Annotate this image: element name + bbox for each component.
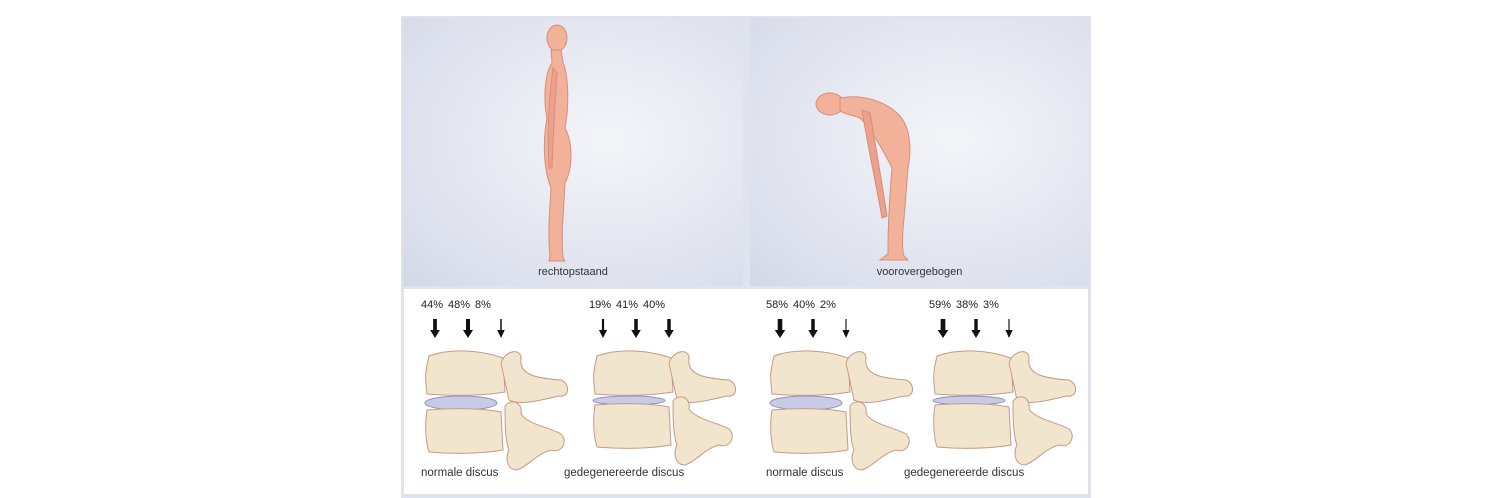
pressure-arrow bbox=[463, 319, 473, 338]
group-caption: normale discus bbox=[766, 467, 844, 479]
pressure-middle: 41% bbox=[616, 299, 639, 311]
standing-caption: rechtopstaand bbox=[538, 266, 608, 278]
pressure-arrow bbox=[937, 319, 949, 338]
pressure-arrow bbox=[971, 319, 981, 338]
pressure-arrow bbox=[598, 319, 608, 338]
lower-vertebra bbox=[770, 408, 849, 454]
upper-vertebra bbox=[425, 350, 506, 396]
lower-process bbox=[504, 401, 565, 471]
pressure-arrow bbox=[430, 319, 440, 338]
lower-process bbox=[1012, 396, 1073, 466]
diagram-frame: rechtopstaand voorovergebogen 44% 48% 8% n… bbox=[401, 16, 1091, 498]
pressure-front: 44% bbox=[421, 299, 444, 311]
upper-process bbox=[668, 351, 736, 403]
vertebrae-illustration bbox=[769, 319, 913, 471]
vertebrae-illustration bbox=[592, 319, 736, 466]
group-caption: normale discus bbox=[421, 467, 499, 479]
lower-vertebra bbox=[933, 403, 1012, 449]
pressure-arrow bbox=[664, 319, 674, 338]
group-bent-normal: 58% 40% 2% normale discus bbox=[766, 289, 926, 494]
bent-panel: voorovergebogen bbox=[750, 18, 1089, 286]
lower-vertebra bbox=[593, 403, 672, 449]
upper-vertebra bbox=[593, 350, 674, 396]
bent-caption: voorovergebogen bbox=[876, 266, 963, 278]
upper-process bbox=[1008, 351, 1076, 403]
intervertebral-disc bbox=[424, 395, 498, 411]
pressure-middle: 38% bbox=[956, 299, 979, 311]
bent-forward-figure bbox=[815, 92, 911, 261]
group-standing-normal: 44% 48% 8% normale discus bbox=[421, 289, 581, 494]
upper-vertebra bbox=[933, 350, 1014, 396]
lower-vertebra bbox=[425, 408, 504, 454]
pressure-arrow bbox=[842, 319, 850, 338]
vertebrae-illustration bbox=[424, 319, 568, 471]
group-bent-degenerated: 59% 38% 3% gedegenereerde discus bbox=[904, 289, 1089, 494]
group-caption: gedegenereerde discus bbox=[904, 467, 1025, 479]
lower-process bbox=[849, 401, 910, 471]
pressure-arrow bbox=[631, 319, 641, 338]
vertebrae-illustration bbox=[932, 319, 1076, 466]
pressure-front: 59% bbox=[929, 299, 952, 311]
pressure-back: 40% bbox=[643, 299, 666, 311]
upper-process bbox=[845, 351, 913, 403]
pressure-back: 2% bbox=[820, 299, 836, 311]
group-caption: gedegenereerde discus bbox=[564, 467, 685, 479]
lower-process bbox=[672, 396, 733, 466]
pressure-back: 3% bbox=[983, 299, 999, 311]
standing-panel: rechtopstaand bbox=[403, 18, 743, 286]
upper-vertebra bbox=[770, 350, 851, 396]
upper-process bbox=[500, 351, 568, 403]
standing-figure bbox=[543, 24, 572, 262]
pressure-middle: 48% bbox=[448, 299, 471, 311]
pressure-arrow bbox=[497, 319, 505, 338]
disc-pressure-panel: 44% 48% 8% normale discus 19% 41% 40% gedege… bbox=[404, 289, 1088, 494]
pressure-arrow bbox=[774, 319, 786, 338]
pressure-middle: 40% bbox=[793, 299, 816, 311]
pressure-back: 8% bbox=[475, 299, 491, 311]
pressure-arrow bbox=[1005, 319, 1013, 338]
pressure-arrow bbox=[808, 319, 818, 338]
pressure-front: 19% bbox=[589, 299, 612, 311]
group-standing-degenerated: 19% 41% 40% gedegenereerde discus bbox=[564, 289, 749, 494]
pressure-front: 58% bbox=[766, 299, 789, 311]
intervertebral-disc bbox=[769, 395, 843, 411]
